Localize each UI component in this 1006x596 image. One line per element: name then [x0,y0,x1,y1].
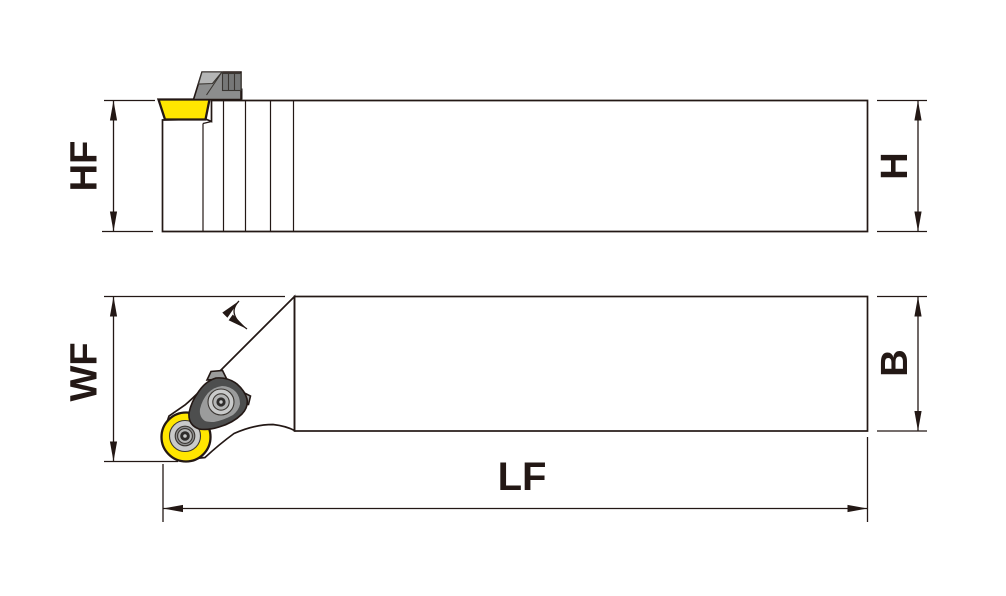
clamp-top-face [197,71,224,85]
clamp-screw-side-lines [227,73,236,91]
dim-b: B [874,295,927,432]
dim-wf: WF [64,295,285,463]
plan-view: WF B LF [64,294,927,522]
dim-h: H [874,99,927,233]
head-plan [161,294,296,461]
dim-hf-label: HF [64,141,106,192]
clamp-front-edge [206,71,223,96]
dim-h-label: H [874,152,916,179]
insert-side [156,98,211,121]
dim-hf: HF [64,99,155,233]
clamp-screw-side [221,72,242,92]
lead-angle-arrow [222,300,248,330]
shank-plan [293,295,869,432]
dim-wf-label: WF [64,342,106,401]
dim-lf: LF [162,437,869,522]
dim-b-label: B [874,349,916,376]
insert-screw [168,419,202,453]
shank-side [161,99,869,233]
clamp-screw [207,388,235,416]
head-step-line-2 [202,120,212,125]
side-view: HF H [64,71,927,233]
dim-lf-label: LF [498,455,547,499]
